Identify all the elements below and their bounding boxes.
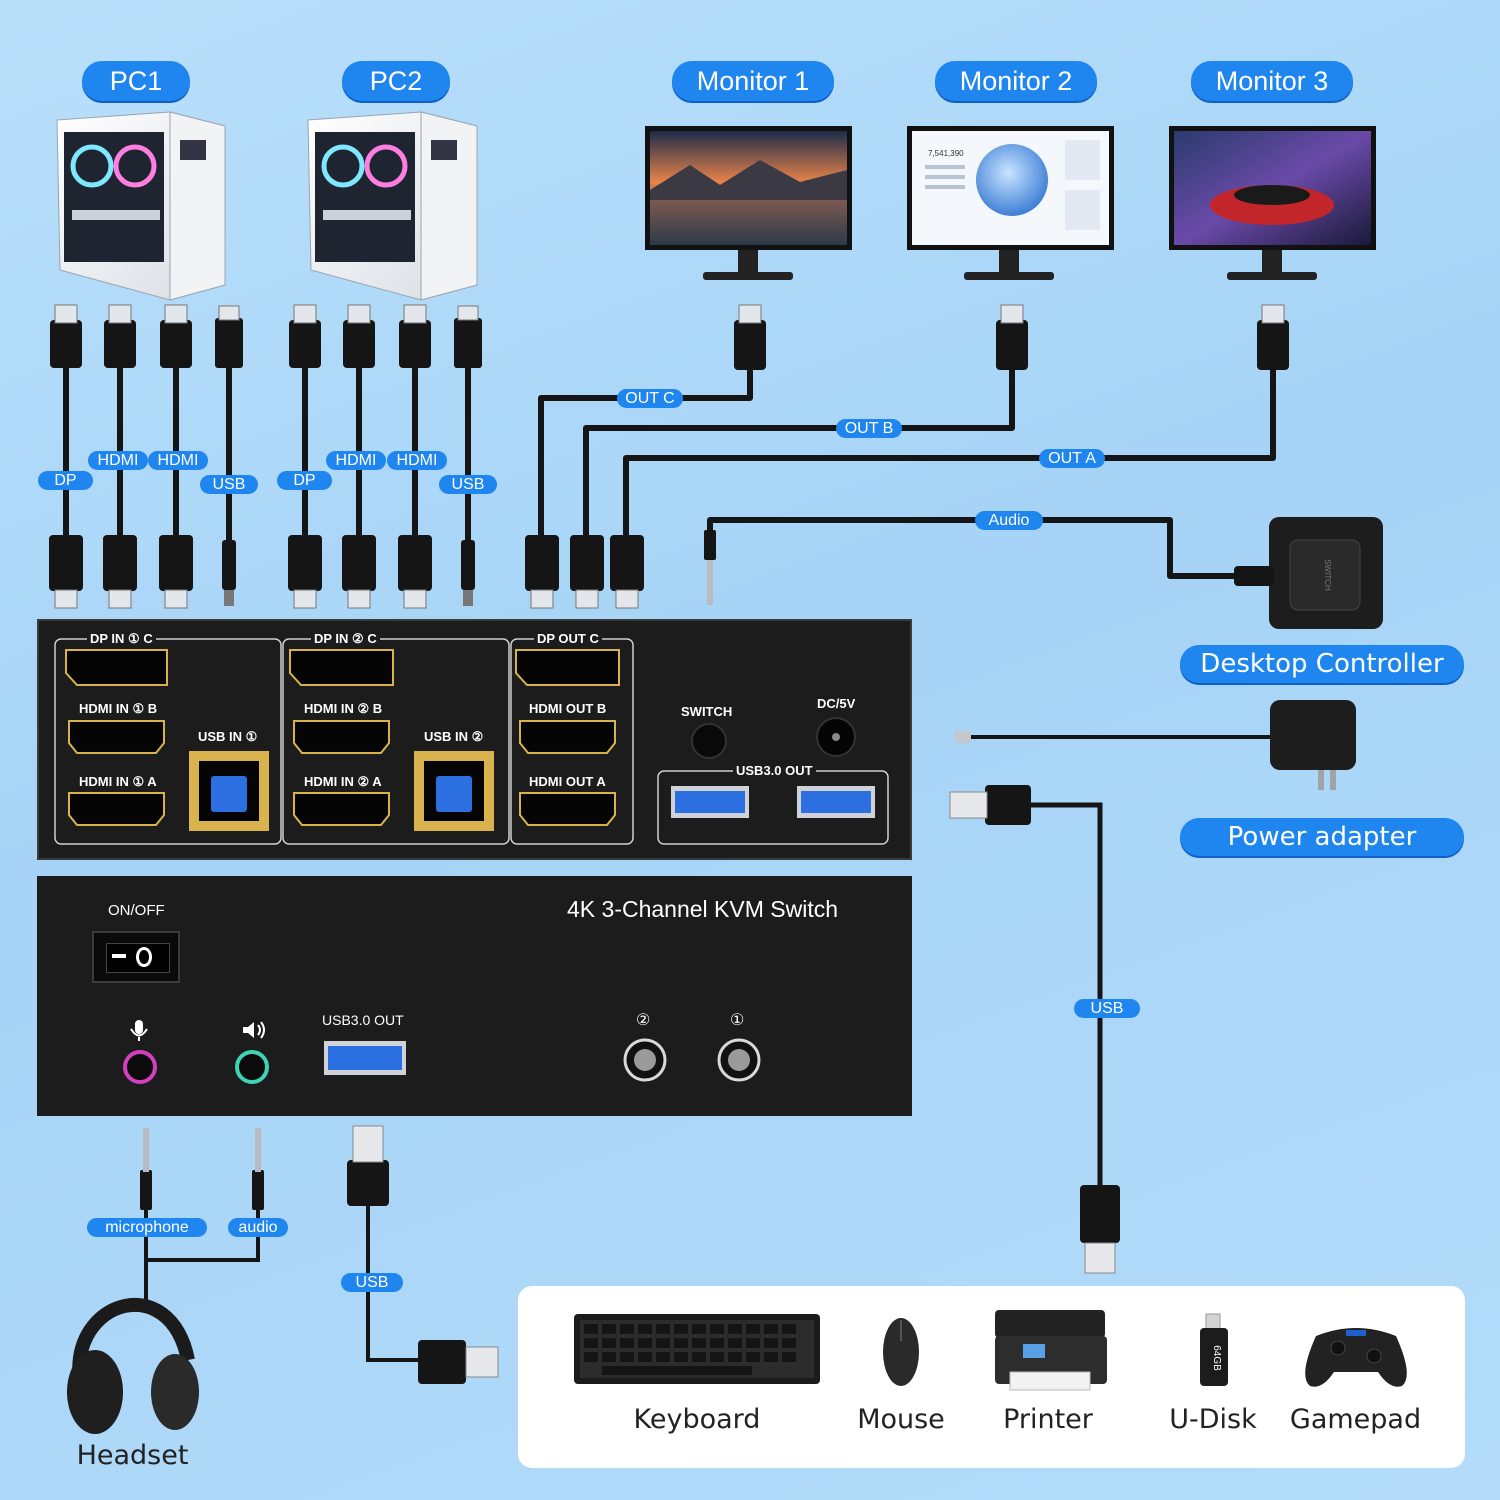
hdmi-in-1a-label: HDMI IN ① A	[79, 774, 157, 789]
dp-out-label: DP OUT C	[534, 631, 602, 646]
pc2-hdmi2-tag: HDMI	[387, 451, 447, 470]
audio-port[interactable]	[235, 1050, 269, 1084]
front-usb30-port[interactable]	[324, 1041, 406, 1075]
on-off-label: ON/OFF	[108, 902, 165, 919]
mouse-icon	[883, 1318, 919, 1386]
out-b-tag: OUT B	[836, 419, 902, 438]
pc1-hdmi1-tag: HDMI	[88, 451, 148, 470]
hdmi-in-2a-label: HDMI IN ② A	[304, 774, 382, 789]
hdmi-in-1b-label: HDMI IN ① B	[79, 701, 158, 716]
pc2-hdmi1-tag: HDMI	[326, 451, 386, 470]
channel-1-button[interactable]	[717, 1038, 761, 1082]
power-adapter-device	[955, 700, 1356, 790]
monitor2-label: Monitor 2	[935, 61, 1097, 101]
audio-front-tag: audio	[228, 1218, 288, 1237]
audio-tag: Audio	[975, 511, 1043, 530]
front-panel: 4K 3-Channel KVM Switch ON/OFF	[37, 876, 912, 1116]
usb-in-1-label: USB IN ①	[198, 729, 258, 744]
front-cable-connectors	[140, 1125, 499, 1384]
usb-in-2-label: USB IN ②	[424, 729, 484, 744]
rear-panel: DP IN ① C DP IN ② C DP OUT C HDMI IN ① B…	[37, 619, 912, 860]
u-disk-label: U-Disk	[1169, 1404, 1257, 1435]
out-a-tag: OUT A	[1039, 449, 1105, 468]
printer-label: Printer	[1003, 1404, 1093, 1435]
out-c-tag: OUT C	[617, 389, 683, 408]
u-disk-capacity: 64GB	[1211, 1345, 1222, 1371]
headset-device	[67, 1297, 199, 1434]
gamepad-icon	[1305, 1328, 1407, 1387]
monitor-cable-connectors	[525, 304, 1289, 609]
pc1-label: PC1	[82, 61, 190, 101]
pc2-case	[307, 111, 478, 301]
power-adapter-label: Power adapter	[1180, 818, 1464, 856]
monitor1-display	[645, 126, 852, 280]
usb-peripheral-cable	[949, 785, 1120, 1274]
dp-in-1-label: DP IN ① C	[87, 631, 156, 647]
hdmi-out-a-label: HDMI OUT A	[529, 774, 606, 789]
pc1-usb-tag: USB	[200, 475, 258, 494]
hdmi-in-2b-label: HDMI IN ② B	[304, 701, 383, 716]
usb-right-tag: USB	[1074, 999, 1140, 1018]
monitor2-display: 7,541,390	[907, 126, 1114, 280]
headset-label: Headset	[76, 1440, 189, 1471]
dp-in-2-label: DP IN ② C	[311, 631, 380, 647]
pc1-dp-tag: DP	[38, 471, 93, 490]
pc2-usb-tag: USB	[439, 475, 497, 494]
desktop-controller-device: SWITCH	[1234, 517, 1383, 629]
pc1-case	[56, 111, 226, 301]
keyboard-icon	[574, 1314, 820, 1384]
hdmi-out-b-label: HDMI OUT B	[529, 701, 607, 716]
rear-panel-ports	[54, 638, 889, 845]
mouse-label: Mouse	[857, 1404, 945, 1435]
microphone-port[interactable]	[123, 1050, 157, 1084]
channel-1-label: ①	[730, 1012, 745, 1029]
monitor3-label: Monitor 3	[1191, 61, 1353, 101]
gamepad-label: Gamepad	[1289, 1404, 1422, 1435]
microphone-icon	[130, 1020, 148, 1041]
peripherals-icons: 64GB	[574, 1310, 1407, 1391]
usb-front-tag: USB	[341, 1273, 403, 1292]
rear-usb30-out-label: USB3.0 OUT	[733, 763, 816, 778]
desktop-controller-brand: SWITCH	[1323, 559, 1332, 591]
pc1-hdmi2-tag: HDMI	[148, 451, 208, 470]
front-panel-title: 4K 3-Channel KVM Switch	[567, 896, 839, 922]
monitor3-display	[1169, 126, 1376, 280]
printer-icon	[995, 1310, 1107, 1391]
peripherals-card: 64GB Keyboard Mouse Printer U-Disk Gamep…	[518, 1286, 1465, 1468]
keyboard-label: Keyboard	[633, 1404, 761, 1435]
pc2-dp-tag: DP	[277, 471, 332, 490]
desktop-controller-label: Desktop Controller	[1180, 645, 1464, 683]
switch-port-label: SWITCH	[681, 704, 733, 719]
dc-label: DC/5V	[817, 696, 856, 711]
power-switch[interactable]	[92, 931, 180, 983]
pc2-label: PC2	[342, 61, 450, 101]
channel-2-button[interactable]	[623, 1038, 667, 1082]
front-usb30-out-label: USB3.0 OUT	[322, 1012, 404, 1028]
monitor2-screen-number: 7,541,390	[928, 149, 964, 158]
speaker-icon	[243, 1021, 265, 1039]
cable-connectors	[49, 304, 482, 609]
u-disk-icon: 64GB	[1200, 1313, 1228, 1386]
channel-2-label: ②	[636, 1012, 651, 1029]
front-panel-ports	[123, 1020, 761, 1084]
pc-cables	[63, 357, 471, 543]
microphone-tag: microphone	[87, 1218, 207, 1237]
monitor1-label: Monitor 1	[672, 61, 834, 101]
